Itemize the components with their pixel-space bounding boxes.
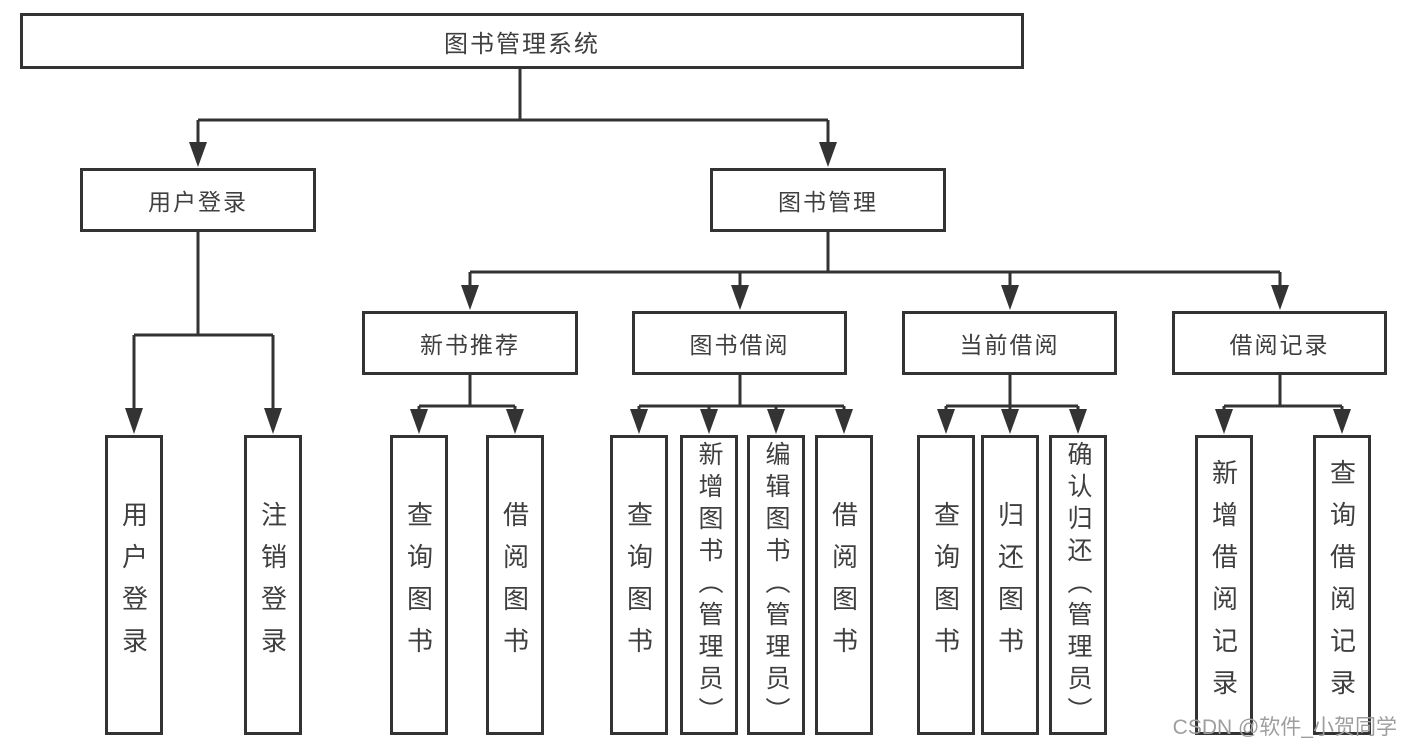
leaf-label: 查询图书 bbox=[623, 501, 654, 669]
node-book-management: 图书管理 bbox=[710, 168, 946, 232]
leaf-return-books: 归还图书 bbox=[981, 435, 1039, 735]
node-label: 用户登录 bbox=[148, 189, 248, 215]
leaf-label: 查询图书 bbox=[403, 501, 434, 669]
leaf-label: 查询借阅记录 bbox=[1326, 459, 1357, 711]
leaf-label: 归还图书 bbox=[994, 501, 1025, 669]
leaf-borrow-books: 借阅图书 bbox=[815, 435, 873, 735]
node-borrowing-records: 借阅记录 bbox=[1172, 311, 1387, 375]
node-label: 图书管理系统 bbox=[444, 30, 600, 58]
leaf-add-borrow-record: 新增借阅记录 bbox=[1195, 435, 1253, 735]
leaf-label: 查询图书 bbox=[930, 501, 961, 669]
leaf-confirm-return-admin: 确认归还（管理员） bbox=[1049, 435, 1107, 735]
node-label: 借阅记录 bbox=[1229, 332, 1330, 358]
leaf-user-login: 用户登录 bbox=[105, 435, 163, 735]
node-current-borrowing: 当前借阅 bbox=[902, 311, 1117, 375]
leaf-label: 新增图书（管理员） bbox=[695, 441, 723, 729]
leaf-logout-login: 注销登录 bbox=[244, 435, 302, 735]
leaf-label: 借阅图书 bbox=[499, 501, 530, 669]
leaf-label: 注销登录 bbox=[257, 501, 288, 669]
leaf-add-book-admin: 新增图书（管理员） bbox=[680, 435, 738, 735]
node-new-book-recommendation: 新书推荐 bbox=[362, 311, 578, 375]
node-user-login: 用户登录 bbox=[80, 168, 316, 232]
watermark-csdn: CSDN @软件_小贺同学 bbox=[1172, 716, 1397, 739]
leaf-label: 用户登录 bbox=[118, 501, 149, 669]
node-library-management-system: 图书管理系统 bbox=[20, 13, 1024, 69]
leaf-query-books-recommend: 查询图书 bbox=[390, 435, 448, 735]
node-book-borrowing: 图书借阅 bbox=[632, 311, 847, 375]
node-label: 新书推荐 bbox=[420, 332, 520, 358]
leaf-edit-book-admin: 编辑图书（管理员） bbox=[747, 435, 805, 735]
leaf-label: 借阅图书 bbox=[828, 501, 859, 669]
leaf-query-borrow-record: 查询借阅记录 bbox=[1313, 435, 1371, 735]
leaf-query-books-current: 查询图书 bbox=[917, 435, 975, 735]
node-label: 图书管理 bbox=[778, 189, 878, 215]
node-label: 当前借阅 bbox=[959, 332, 1060, 358]
leaf-label: 编辑图书（管理员） bbox=[762, 441, 790, 729]
leaf-label: 确认归还（管理员） bbox=[1064, 441, 1092, 729]
node-label: 图书借阅 bbox=[689, 332, 790, 358]
leaf-query-books-borrow: 查询图书 bbox=[610, 435, 668, 735]
leaf-label: 新增借阅记录 bbox=[1208, 459, 1239, 711]
leaf-borrow-books-recommend: 借阅图书 bbox=[486, 435, 544, 735]
